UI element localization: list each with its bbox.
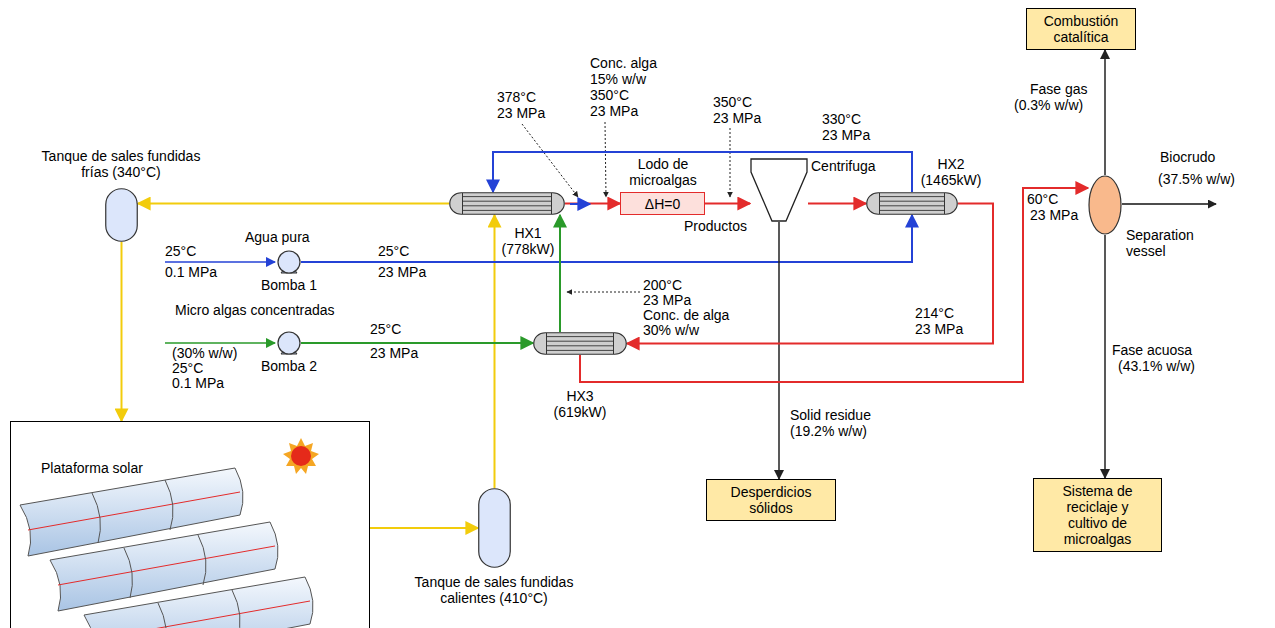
- flow-line: [494, 215, 496, 488]
- stream-label: Fase gas: [1030, 82, 1088, 97]
- stream-label: 350°C: [713, 95, 752, 110]
- stream-label: (19.2% w/w): [790, 424, 867, 439]
- flow-line: [370, 527, 478, 529]
- stream-label: 25°C: [172, 361, 203, 376]
- node-label: ΔH=0: [645, 196, 680, 212]
- centrifuge-symbol-shape: [750, 158, 808, 222]
- stream-label: Solid residue: [790, 408, 871, 423]
- stream-label: 0.1 MPa: [172, 376, 224, 391]
- node-label: Centrifuga: [811, 158, 891, 174]
- pump-symbol-shape: [277, 250, 301, 274]
- flow-line: [493, 152, 912, 192]
- hot-salt-tank: Tanque de sales fundidas calientes (410°…: [478, 488, 511, 568]
- biocrude-outlet: [1122, 203, 1216, 205]
- stream-label: 23 MPa: [378, 265, 426, 280]
- stream-label: 25°C: [378, 244, 409, 259]
- node-label: HX1 (778kW): [499, 225, 557, 257]
- pump-symbol-shape: [277, 331, 301, 355]
- stream-label: 25°C: [370, 322, 401, 337]
- flow-line: [778, 222, 780, 479]
- stream-label: 23 MPa: [915, 322, 963, 337]
- node-label: HX3 (619kW): [543, 388, 617, 420]
- stream-label: Conc. alga: [590, 56, 657, 71]
- stream-label: Micro algas concentradas: [175, 303, 335, 318]
- flow-line: [705, 203, 750, 205]
- stream-label: 23 MPa: [590, 104, 638, 119]
- stream-label: 200°C: [643, 278, 682, 293]
- stream-label: 350°C: [590, 88, 629, 103]
- solar-platform: Plataforma solar: [10, 421, 370, 628]
- stream-label: 23 MPa: [497, 106, 545, 121]
- centrifuge-symbol: Centrifuga: [750, 158, 808, 222]
- flow-line: [301, 342, 533, 344]
- flow-line: [121, 242, 123, 421]
- node-label: Desperdicios sólidos: [713, 484, 829, 516]
- stream-label: 23 MPa: [713, 111, 761, 126]
- flow-line: [138, 203, 449, 205]
- node-label: Tanque de sales fundidas calientes (410°…: [414, 574, 574, 606]
- stream-label: Conc. de alga: [643, 308, 729, 323]
- node-label: Bomba 2: [257, 358, 321, 374]
- node-label: Separation vessel: [1126, 227, 1210, 259]
- stream-label: 330°C: [822, 112, 861, 127]
- separation-vessel: Separation vessel: [1088, 175, 1122, 235]
- node-label: Lodo de microalgas: [623, 156, 703, 188]
- stream-label: (43.1% w/w): [1118, 359, 1195, 374]
- algae-inlet: [165, 342, 275, 344]
- heat-exchanger: HX1 (778kW): [449, 192, 565, 215]
- water-arrow: [570, 203, 590, 205]
- cold-salt-tank: Tanque de sales fundidas frías (340°C): [105, 188, 138, 242]
- pump-symbol: Bomba 2: [277, 331, 301, 355]
- process-box: Desperdicios sólidos: [706, 479, 836, 521]
- stream-label: 15% w/w: [590, 72, 646, 87]
- node-label: Sistema de reciclaje y cultivo de microa…: [1048, 483, 1148, 547]
- heat-exchanger-shape: [533, 332, 627, 355]
- stream-label: 23 MPa: [822, 128, 870, 143]
- stream-label: Agua pura: [245, 230, 310, 245]
- stream-label: Fase acuosa: [1112, 343, 1192, 358]
- node-label: Plataforma solar: [41, 460, 201, 476]
- solar-troughs: [20, 468, 313, 628]
- flow-line: [1104, 50, 1106, 175]
- process-box: Combustión catalítica: [1026, 8, 1136, 50]
- node-label: Bomba 1: [257, 277, 321, 293]
- stream-label: Productos: [684, 219, 747, 234]
- stream-label: 23 MPa: [643, 293, 691, 308]
- stream-label: (37.5% w/w): [1158, 172, 1235, 187]
- heat-exchanger: HX2 (1465kW): [866, 192, 958, 215]
- node-label: Combustión catalítica: [1033, 13, 1129, 45]
- flow-line: [580, 188, 1088, 382]
- stream-label: Biocrudo: [1160, 150, 1215, 165]
- stream-label: 30% w/w: [643, 323, 699, 338]
- reactor-box: Lodo de microalgasΔH=0: [620, 192, 705, 215]
- hot-salt-tank-shape: [478, 488, 511, 568]
- heat-exchanger-shape: [449, 192, 565, 215]
- flow-line: [301, 215, 912, 262]
- stream-label: 0.1 MPa: [165, 265, 217, 280]
- pump-symbol: Bomba 1: [277, 250, 301, 274]
- stream-label: 378°C: [497, 90, 536, 105]
- stream-label: 25°C: [165, 244, 196, 259]
- flow-line: [1104, 235, 1106, 478]
- heat-exchanger-shape: [866, 192, 958, 215]
- stream-label: (0.3% w/w): [1014, 98, 1083, 113]
- flow-line: [808, 203, 866, 205]
- flow-line: [627, 204, 993, 344]
- stream-label: 23 MPa: [370, 346, 418, 361]
- node-label: Tanque de sales fundidas frías (340°C): [41, 148, 201, 180]
- heat-exchanger: HX3 (619kW): [533, 332, 627, 355]
- water-inlet: [165, 261, 275, 263]
- stream-label: 214°C: [915, 306, 954, 321]
- separation-vessel-shape: [1088, 175, 1122, 235]
- cold-salt-tank-shape: [105, 188, 138, 242]
- stream-label: (30% w/w): [172, 346, 237, 361]
- stream-label: 23 MPa: [1030, 208, 1078, 223]
- sun-symbol: [283, 438, 319, 474]
- process-box: Sistema de reciclaje y cultivo de microa…: [1033, 478, 1162, 552]
- flow-line: [559, 215, 561, 332]
- node-label: HX2 (1465kW): [918, 156, 984, 188]
- stream-label: 60°C: [1027, 192, 1058, 207]
- flow-line: [565, 203, 620, 205]
